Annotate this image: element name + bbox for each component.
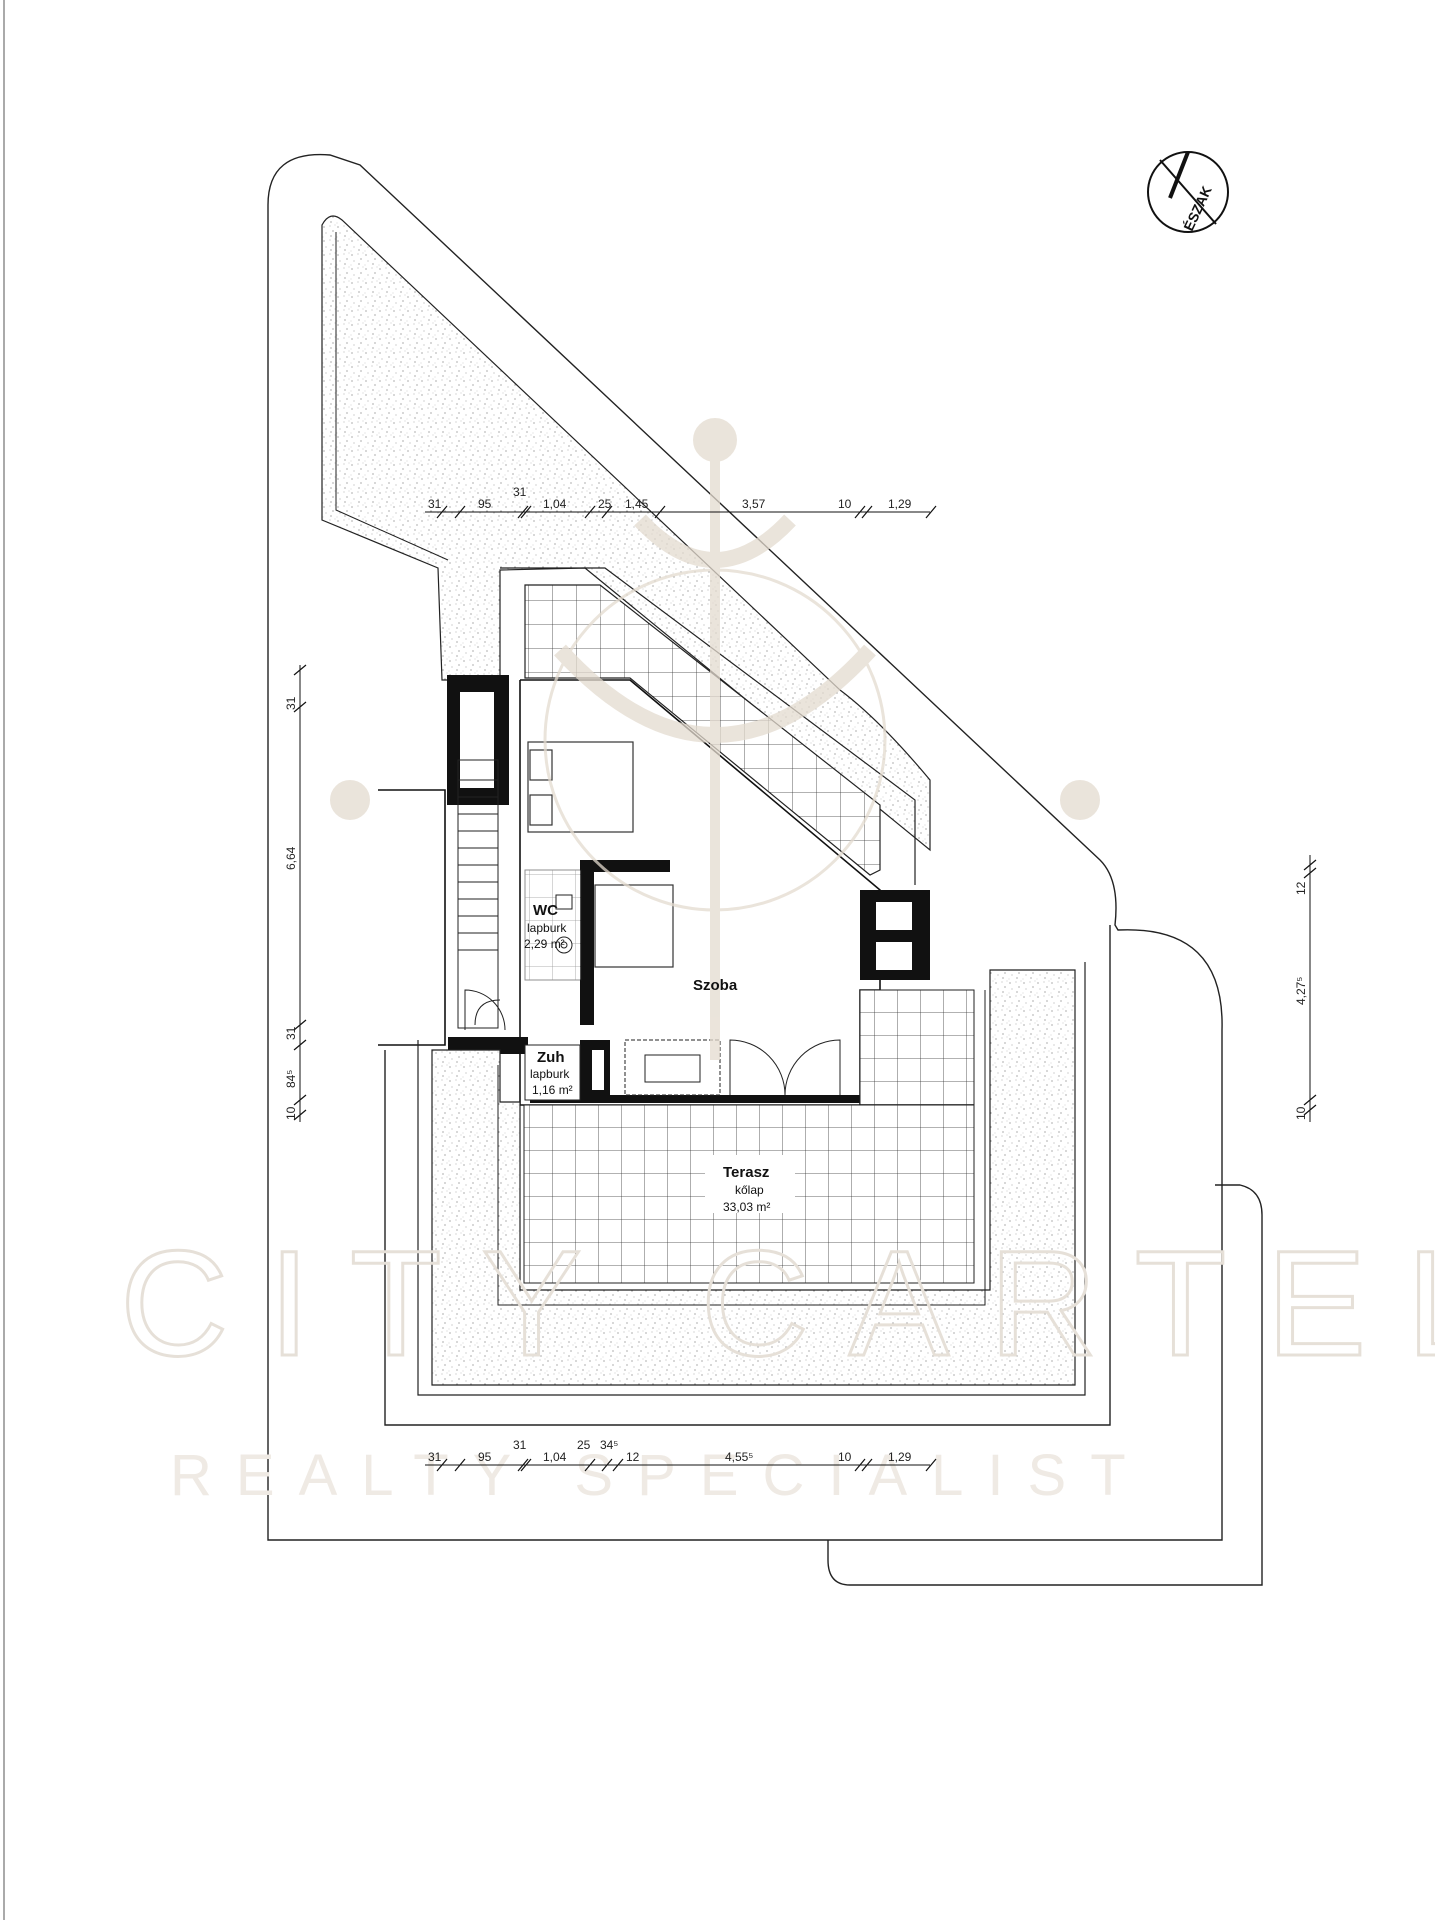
- dim-top-3: 1,04: [543, 497, 567, 511]
- dim-bottom-4: 25: [577, 1438, 591, 1452]
- dim-top-0: 31: [428, 497, 442, 511]
- dimension-row-top: 31 95 31 1,04 25 1,45 3,57 10 1,29: [425, 485, 937, 519]
- dim-bottom-9: 1,29: [888, 1450, 912, 1464]
- dim-top-4: 25: [598, 497, 612, 511]
- dim-left-4: 10: [284, 1106, 298, 1120]
- dim-top-1: 95: [478, 497, 492, 511]
- terrace-inner-border: [497, 990, 986, 1306]
- watermark-line1: CITY CARTEL: [120, 1219, 1435, 1387]
- wardrobe: [594, 884, 674, 968]
- north-arrow-icon: ÉSZAK: [1147, 151, 1229, 233]
- shower-tub: [524, 1039, 721, 1101]
- door-swings: [464, 989, 841, 1096]
- room-terasz-name: Terasz: [723, 1164, 769, 1181]
- dim-left-1: 6,64: [284, 846, 298, 870]
- room-szoba-name: Szoba: [693, 977, 738, 994]
- dim-top-5: 1,45: [625, 497, 649, 511]
- room-zuh-area: 1,16 m²: [532, 1083, 573, 1097]
- chimney-openings: [460, 692, 912, 1090]
- dim-bottom-7: 4,55⁵: [725, 1450, 753, 1464]
- dim-bottom-3: 1,04: [543, 1450, 567, 1464]
- room-wc-finish: lapburk: [527, 921, 567, 935]
- dimension-row-bottom: 31 95 31 1,04 25 34⁵ 12 4,55⁵ 10 1,29: [425, 1438, 937, 1472]
- room-zuh-finish: lapburk: [530, 1067, 570, 1081]
- balcony-outline: [500, 567, 916, 885]
- dim-right-1: 4,27⁵: [1294, 977, 1308, 1005]
- site-boundary: [267, 153, 1263, 1586]
- dim-left-0: 31: [284, 696, 298, 710]
- dim-bottom-1: 95: [478, 1450, 492, 1464]
- wc-fixtures: [524, 869, 582, 981]
- room-zuh-name: Zuh: [537, 1049, 565, 1066]
- terrace-tiles-upper: [859, 989, 975, 1106]
- dimension-col-right: 12 4,27⁵ 10: [1294, 855, 1317, 1122]
- room-terasz-area: 33,03 m²: [723, 1200, 770, 1214]
- dim-left-2: 31: [284, 1026, 298, 1040]
- dim-top-7: 10: [838, 497, 852, 511]
- dim-bottom-5: 34⁵: [600, 1438, 618, 1452]
- terrace-label-bg: [705, 1155, 795, 1213]
- dim-right-0: 12: [1294, 881, 1308, 895]
- dim-top-8: 1,29: [888, 497, 912, 511]
- room-terasz-finish: kőlap: [735, 1183, 764, 1197]
- dim-left-3: 84⁵: [284, 1070, 298, 1088]
- watermark-line2: REALTY SPECIALIST: [170, 1443, 1150, 1508]
- room-wc-name: WC: [533, 902, 558, 919]
- dim-bottom-0: 31: [428, 1450, 442, 1464]
- bed: [527, 741, 634, 833]
- gravel-terrace: [431, 969, 1076, 1386]
- dim-bottom-8: 10: [838, 1450, 852, 1464]
- dim-bottom-6: 12: [626, 1450, 640, 1464]
- gravel-bed-north: [321, 215, 931, 852]
- staircase: [457, 759, 501, 1029]
- dim-right-2: 10: [1294, 1106, 1308, 1120]
- room-wc-area: 2,29 m²: [524, 937, 565, 951]
- dim-top-6: 3,57: [742, 497, 766, 511]
- dimension-col-left: 31 6,64 31 84⁵ 10: [284, 664, 307, 1122]
- dim-top-2: 31: [513, 485, 527, 499]
- terrace-border: [417, 962, 1086, 1396]
- watermark-logo: [330, 418, 1100, 1060]
- dim-bottom-2: 31: [513, 1438, 527, 1452]
- gravel-border-inner: [335, 232, 449, 561]
